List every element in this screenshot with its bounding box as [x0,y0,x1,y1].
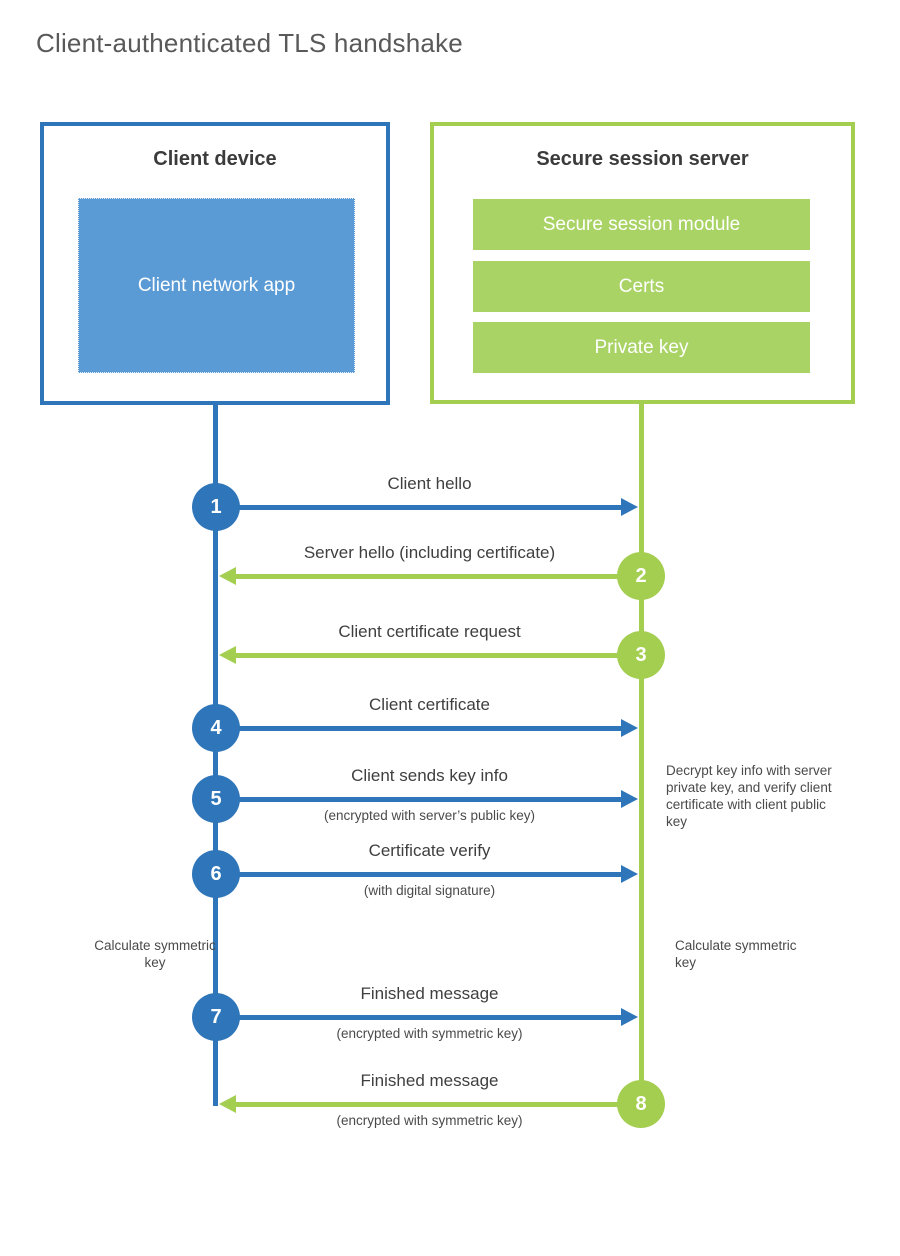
step-sublabel-5: (encrypted with server’s public key) [323,808,536,823]
arrow-shaft-step-4 [216,726,623,731]
arrow-head-right-icon [621,719,638,737]
step-number-1: 1 [210,495,222,518]
calculate-symmetric-key-server: Calculate symmetric key [675,938,797,970]
secure-session-server-title: Secure session server [536,148,749,170]
step-badge-3: 3 [617,631,665,679]
arrow-head-left-icon [219,567,236,585]
arrow-head-right-icon [621,865,638,883]
step-label-4: Client certificate [369,695,490,714]
step-badge-7: 7 [192,993,240,1041]
arrow-shaft-step-1 [216,505,623,510]
page-title: Client-authenticated TLS handshake [36,28,463,58]
step-label-1: Client hello [387,474,472,493]
step-label-6: Certificate verify [368,841,491,860]
arrow-head-left-icon [219,646,236,664]
step-badge-4: 4 [192,704,240,752]
arrow-head-right-icon [621,498,638,516]
arrow-head-right-icon [621,790,638,808]
step-label-2: Server hello (including certificate) [303,543,556,562]
client-network-app-box: Client network app [78,198,355,373]
arrow-shaft-step-5 [216,797,623,802]
client-device-title: Client device [153,148,277,170]
step-badge-5: 5 [192,775,240,823]
step-label-7: Finished message [360,984,499,1003]
step-badge-8: 8 [617,1080,665,1128]
arrow-head-left-icon [219,1095,236,1113]
calculate-symmetric-key-client: Calculate symmetric key [94,938,216,970]
step-sublabel-6: (with digital signature) [363,883,496,898]
step-label-8: Finished message [360,1071,499,1090]
arrow-head-right-icon [621,1008,638,1026]
step-sublabel-7: (encrypted with symmetric key) [336,1026,523,1041]
step-number-3: 3 [635,643,647,666]
arrow-shaft-step-6 [216,872,623,877]
arrow-shaft-step-3 [234,653,641,658]
step-badge-2: 2 [617,552,665,600]
step-badge-1: 1 [192,483,240,531]
server-module-secure-session: Secure session module [473,199,810,250]
server-module-private-key: Private key [473,322,810,373]
step-number-8: 8 [635,1092,647,1115]
step-number-7: 7 [210,1005,222,1028]
step-number-2: 2 [635,564,647,587]
client-network-app-label: Client network app [137,274,296,296]
client-lifeline [213,405,218,1106]
arrow-shaft-step-8 [234,1102,641,1107]
server-lifeline [639,404,644,1104]
step-label-5: Client sends key info [351,766,508,785]
step-number-4: 4 [210,716,222,739]
arrow-shaft-step-2 [234,574,641,579]
arrow-shaft-step-7 [216,1015,623,1020]
step-number-6: 6 [210,862,222,885]
server-module-certs: Certs [473,261,810,312]
step-badge-6: 6 [192,850,240,898]
step-label-3: Client certificate request [338,622,521,641]
step-sublabel-8: (encrypted with symmetric key) [336,1113,523,1128]
step-number-5: 5 [210,787,222,810]
decrypt-key-note: Decrypt key info with server private key… [666,763,832,829]
